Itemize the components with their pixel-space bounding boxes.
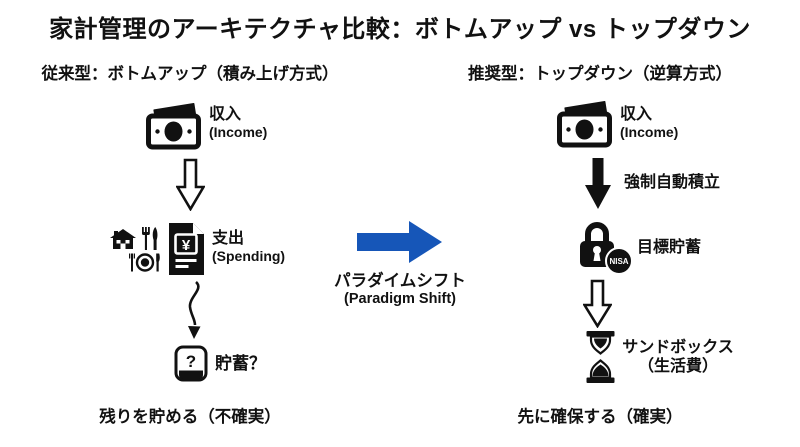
blue-right-arrow-icon bbox=[357, 220, 443, 264]
sandbox-label-group: サンドボックス （生活費） bbox=[616, 338, 740, 376]
right-footer: 先に確保する（確実） bbox=[517, 408, 683, 426]
sandbox-sublabel: （生活費） bbox=[637, 358, 718, 375]
income-label: 収入 bbox=[620, 106, 653, 123]
lock-icon: NISA bbox=[574, 219, 634, 275]
money-icon bbox=[557, 98, 613, 148]
paradigm-shift-sublabel: (Paradigm Shift) bbox=[344, 291, 456, 307]
left-income-label-group: 収入 (Income) bbox=[209, 105, 267, 141]
sandbox-label: サンドボックス bbox=[622, 339, 734, 356]
hourglass-icon bbox=[585, 331, 616, 383]
income-sublabel: (Income) bbox=[620, 124, 679, 140]
question-mark: ? bbox=[186, 352, 196, 371]
paradigm-shift-label-group: パラダイムシフト (Paradigm Shift) bbox=[310, 272, 490, 308]
goal-savings-label: 目標貯蓄 bbox=[637, 239, 702, 256]
hollow-down-arrow-icon bbox=[583, 279, 612, 328]
page-title: 家計管理のアーキテクチャ比較：ボトムアップ vs トップダウン bbox=[49, 16, 751, 43]
paradigm-shift-label: パラダイムシフト bbox=[334, 272, 466, 290]
right-column-header: 推奨型：トップダウン（逆算方式） bbox=[468, 65, 732, 83]
fork-knife-icon bbox=[141, 227, 158, 250]
nisa-badge: NISA bbox=[605, 247, 633, 275]
income-label: 収入 bbox=[209, 106, 242, 123]
right-income-label-group: 収入 (Income) bbox=[620, 105, 678, 141]
spending-sublabel: (Spending) bbox=[212, 248, 286, 264]
money-icon bbox=[146, 100, 202, 150]
left-column-header: 従来型：ボトムアップ（積み上げ方式） bbox=[41, 65, 339, 83]
left-spending-label-group: 支出 (Spending) bbox=[212, 229, 285, 265]
plate-icon bbox=[128, 253, 162, 272]
spending-label: 支出 bbox=[212, 230, 245, 247]
left-footer: 残りを貯める（不確実） bbox=[99, 408, 281, 426]
receipt-yen-icon: ¥ bbox=[166, 221, 207, 277]
solid-down-arrow-icon bbox=[584, 157, 612, 210]
nisa-badge-label: NISA bbox=[609, 257, 628, 266]
hollow-down-arrow-icon bbox=[176, 158, 205, 211]
wavy-down-arrow-icon bbox=[181, 281, 209, 340]
house-icon bbox=[110, 229, 136, 249]
income-sublabel: (Income) bbox=[209, 124, 268, 140]
question-box-icon: ? bbox=[174, 345, 208, 382]
yen-mark: ¥ bbox=[182, 237, 191, 254]
auto-transfer-label: 強制自動積立 bbox=[624, 174, 721, 191]
savings-label: 貯蓄？ bbox=[215, 354, 266, 373]
